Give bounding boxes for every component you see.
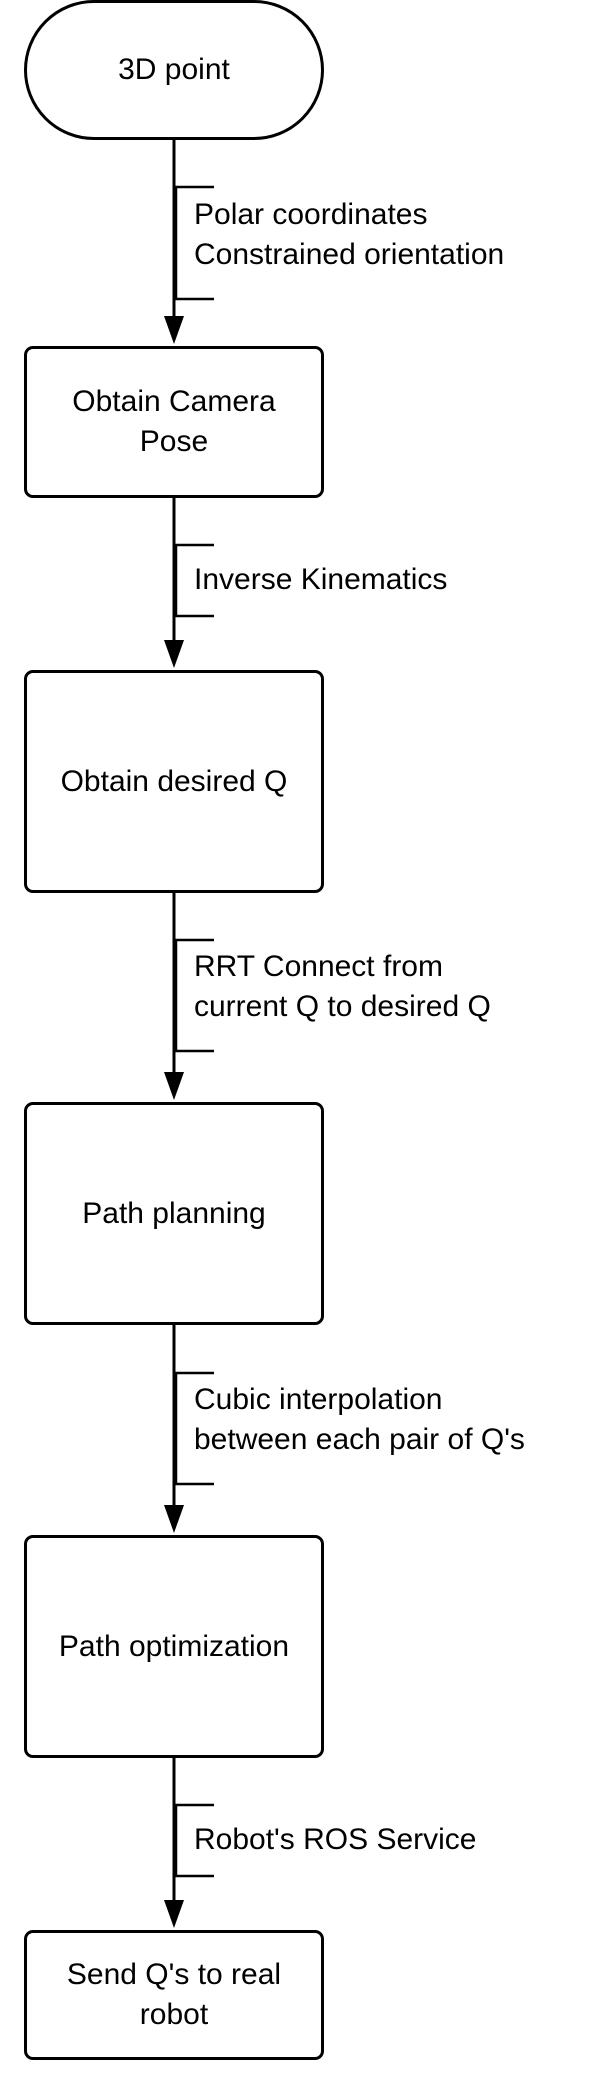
annotation-bracket bbox=[174, 185, 214, 301]
edge-camera-pose-to-desired-q bbox=[164, 495, 214, 668]
edge-path-planning-to-path-optimization bbox=[164, 1322, 214, 1533]
edge-annotation-rrt-connect: RRT Connect from current Q to desired Q bbox=[194, 950, 491, 1023]
annotation-bracket bbox=[174, 543, 214, 618]
annotation-bracket bbox=[174, 938, 214, 1053]
annotation-bracket bbox=[174, 1803, 214, 1878]
annotation-bracket bbox=[174, 1371, 214, 1486]
edge-annotation-inverse-kinematics: Inverse Kinematics bbox=[194, 563, 448, 596]
process-node-obtain-desired-q: Obtain desired Q bbox=[24, 670, 324, 893]
edge-annotation-cubic-interpolation: Cubic interpolation between each pair of… bbox=[194, 1383, 525, 1456]
node-label: Obtain desired Q bbox=[60, 764, 288, 798]
arrowhead bbox=[164, 316, 184, 344]
arrowhead bbox=[164, 640, 184, 668]
edge-annotation-polar-coordinates: Polar coordinates Constrained orientatio… bbox=[194, 198, 505, 271]
process-node-obtain-camera-pose: Obtain Camera Pose bbox=[24, 346, 324, 498]
arrowhead bbox=[164, 1072, 184, 1100]
arrowhead bbox=[164, 1505, 184, 1533]
process-node-send-qs-to-real-robot: Send Q's to real robot bbox=[24, 1930, 324, 2060]
node-label: Send Q's to real robot bbox=[66, 1958, 282, 2031]
edge-start-to-camera-pose bbox=[164, 137, 214, 344]
edge-desired-q-to-path-planning bbox=[164, 890, 214, 1100]
arrowhead bbox=[164, 1900, 184, 1928]
process-node-path-optimization: Path optimization bbox=[24, 1535, 324, 1758]
node-label: Path planning bbox=[82, 1196, 266, 1230]
edge-annotation-robots-ros-service: Robot's ROS Service bbox=[194, 1823, 477, 1856]
node-label: Path optimization bbox=[58, 1629, 290, 1663]
start-node-3d-point: 3D point bbox=[24, 0, 324, 140]
node-label: Obtain Camera Pose bbox=[72, 385, 276, 458]
process-node-path-planning: Path planning bbox=[24, 1102, 324, 1325]
node-label: 3D point bbox=[118, 53, 230, 86]
edge-path-optimization-to-send bbox=[164, 1755, 214, 1928]
